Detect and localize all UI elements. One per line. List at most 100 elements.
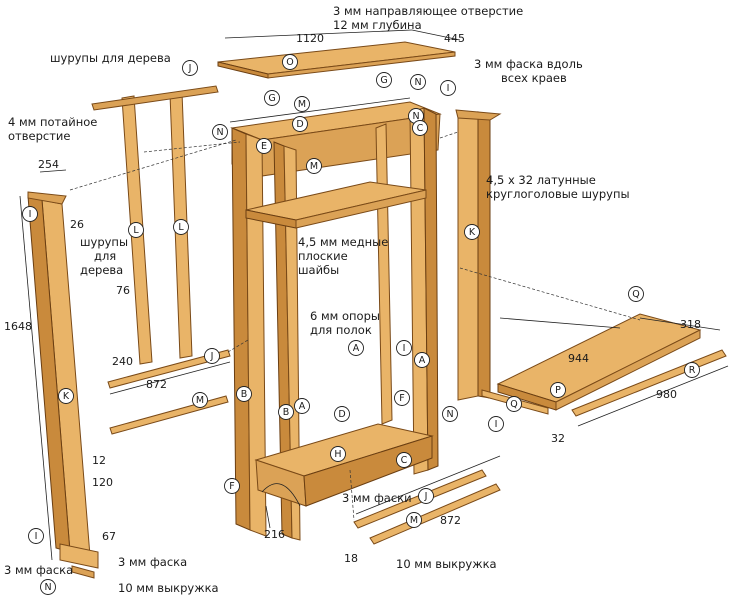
part-label-f: F xyxy=(229,481,234,492)
part-label-n: N xyxy=(44,582,51,593)
part-bubble-r xyxy=(684,362,700,378)
part-label-g: G xyxy=(268,93,275,104)
note-guide-hole: 3 мм направляющее отверстие xyxy=(333,4,523,18)
dim-shelf-cleat: 980 xyxy=(656,388,677,401)
dim-post-width: 254 xyxy=(38,158,59,171)
part-label-q: Q xyxy=(510,399,517,410)
part-bubble-d xyxy=(292,116,308,132)
part-bubble-l xyxy=(173,219,189,235)
top-board xyxy=(217,29,461,79)
dim-shelf-length: 944 xyxy=(568,352,589,365)
note-cove-left: 10 мм выкружка xyxy=(118,581,219,595)
part-bubble-m xyxy=(306,158,322,174)
part-bubble-m xyxy=(192,392,208,408)
part-label-b: B xyxy=(241,389,248,400)
dim-post-offset: 26 xyxy=(70,218,84,231)
part-label-p: P xyxy=(555,385,561,396)
note-brass-screws-1: 4,5 х 32 латунные xyxy=(486,173,596,187)
note-shelf-supports-1: 6 мм опоры xyxy=(310,309,380,323)
foot-pieces xyxy=(59,543,99,579)
frame-left-posts xyxy=(231,127,301,541)
note-wood-screws-side-2: для xyxy=(94,249,116,263)
left-slats xyxy=(91,85,219,365)
part-bubble-m xyxy=(406,512,422,528)
part-bubble-i xyxy=(488,416,504,432)
part-bubble-g xyxy=(264,90,280,106)
note-washers-1: 4,5 мм медные xyxy=(298,235,388,249)
part-label-a: A xyxy=(299,401,306,412)
part-label-j: J xyxy=(188,63,192,74)
part-label-i: I xyxy=(35,531,38,542)
part-bubble-i xyxy=(28,528,44,544)
part-label-n: N xyxy=(414,77,421,88)
part-label-c: C xyxy=(401,455,408,466)
part-bubble-k xyxy=(58,388,74,404)
notes-layer: 3 мм направляющее отверстие 12 мм глубин… xyxy=(4,4,630,595)
part-label-c: C xyxy=(417,123,424,134)
frame-right-posts xyxy=(375,107,439,475)
part-label-e: E xyxy=(261,141,267,152)
part-label-o: O xyxy=(286,57,293,68)
note-chamfers-3mm: 3 мм фаски xyxy=(342,491,412,505)
part-bubble-f xyxy=(394,390,410,406)
dim-rail-length: 872 xyxy=(146,378,167,391)
dim-slat-width: 76 xyxy=(116,284,130,297)
part-bubble-b xyxy=(236,386,252,402)
part-bubble-a xyxy=(414,352,430,368)
part-bubble-q xyxy=(506,396,522,412)
dim-cleat-thick: 32 xyxy=(551,432,565,445)
part-bubble-n xyxy=(212,124,228,140)
dim-post-height: 1648 xyxy=(4,320,32,333)
part-label-n: N xyxy=(412,111,419,122)
part-label-i: I xyxy=(29,209,32,220)
part-label-i: I xyxy=(403,343,406,354)
part-bubble-q xyxy=(628,286,644,302)
dim-top-length: 1120 xyxy=(296,32,324,45)
part-label-d: D xyxy=(338,409,345,420)
part-bubble-e xyxy=(256,138,272,154)
part-label-l: L xyxy=(133,225,139,236)
part-bubble-n xyxy=(442,406,458,422)
note-chamfer-edges-1: 3 мм фаска вдоль xyxy=(474,57,583,71)
dim-slat-gap: 240 xyxy=(112,355,133,368)
note-wood-screws-side-1: шурупы xyxy=(80,235,128,249)
part-bubble-o xyxy=(282,54,298,70)
part-label-b: B xyxy=(283,407,290,418)
note-washers-3: шайбы xyxy=(298,263,339,277)
note-chamfer-right: 3 мм фаска xyxy=(118,555,187,569)
part-label-q: Q xyxy=(632,289,639,300)
part-label-m: M xyxy=(298,99,306,110)
dim-foot-height: 120 xyxy=(92,476,113,489)
note-countersink-2: отверстие xyxy=(8,129,70,143)
part-label-h: H xyxy=(334,449,341,460)
part-bubble-n xyxy=(410,74,426,90)
dimension-lines xyxy=(19,169,729,561)
note-cove-bottom: 10 мм выкружка xyxy=(396,557,497,571)
part-bubble-c xyxy=(412,120,428,136)
dim-post-thick: 12 xyxy=(92,454,106,467)
note-chamfer-edges-2: всех краев xyxy=(501,71,567,85)
part-label-m: M xyxy=(310,161,318,172)
dim-rail-length-bottom: 872 xyxy=(440,514,461,527)
note-washers-2: плоские xyxy=(298,249,348,263)
note-guide-depth: 12 мм глубина xyxy=(333,18,422,32)
part-label-r: R xyxy=(689,365,696,376)
part-label-k: K xyxy=(469,227,476,238)
part-bubble-g xyxy=(376,72,392,88)
part-bubble-i xyxy=(440,80,456,96)
part-bubble-d xyxy=(334,406,350,422)
dim-base-height: 216 xyxy=(264,528,285,541)
part-label-m: M xyxy=(196,395,204,406)
part-bubble-a xyxy=(294,398,310,414)
part-bubble-k xyxy=(464,224,480,240)
part-label-f: F xyxy=(399,393,404,404)
part-label-d: D xyxy=(296,119,303,130)
part-label-m: M xyxy=(410,515,418,526)
part-label-n: N xyxy=(216,127,223,138)
part-bubble-n xyxy=(40,579,56,595)
note-wood-screws-top: шурупы для дерева xyxy=(50,51,171,65)
part-label-j: J xyxy=(210,351,214,362)
